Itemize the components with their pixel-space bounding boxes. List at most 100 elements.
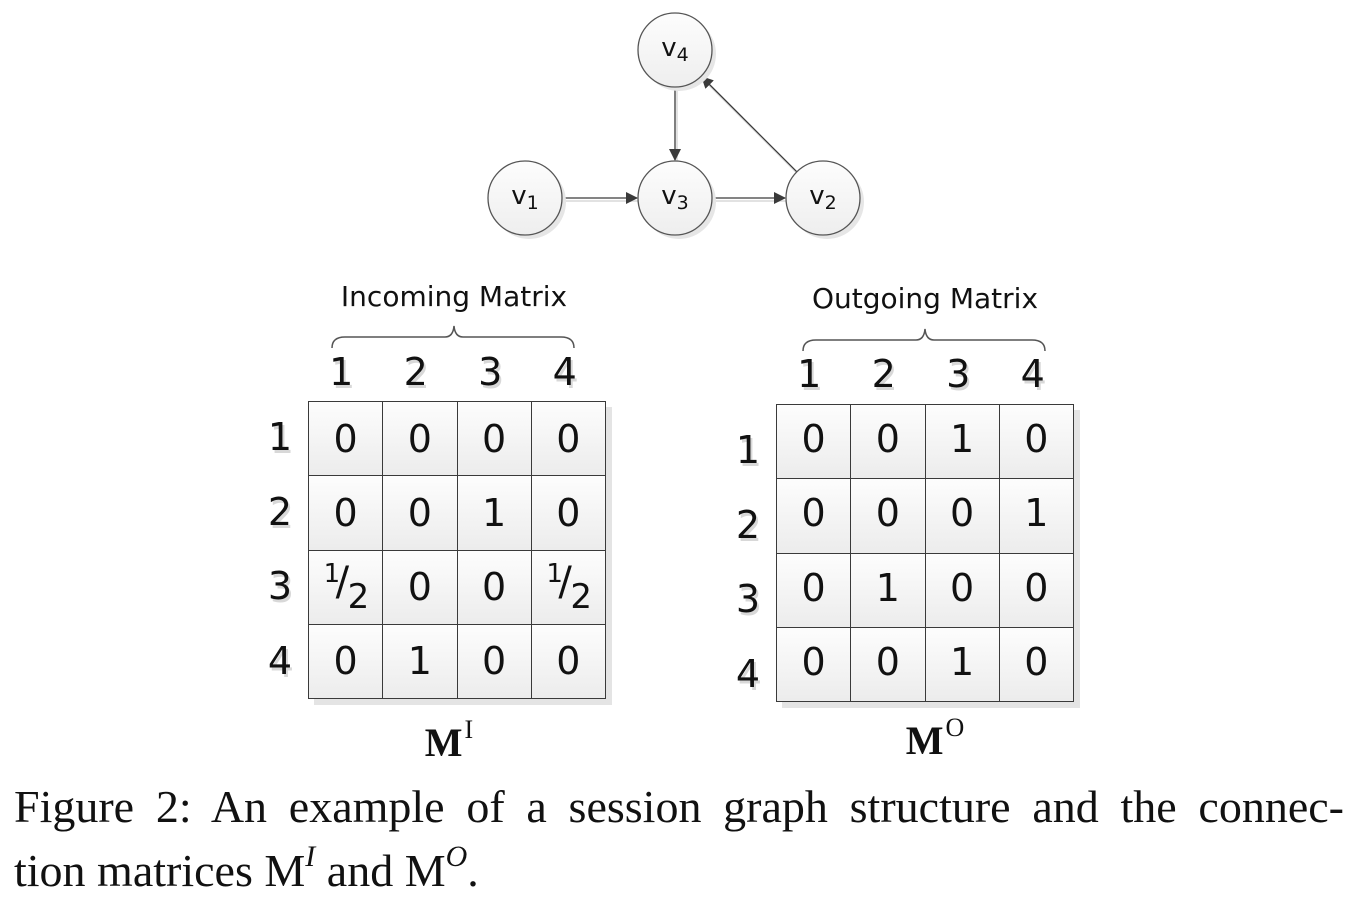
node-label-v4: v4 xyxy=(661,33,689,66)
node-v3 xyxy=(637,160,713,236)
outgoing-cell-r4-c2: 0 xyxy=(851,627,926,702)
edge-shadow xyxy=(703,79,800,176)
node-v2 xyxy=(785,160,861,236)
incoming-cell-r1-c3: 0 xyxy=(457,402,532,477)
cell-value: 0 xyxy=(333,416,358,461)
incoming-brace xyxy=(331,325,575,349)
cell-value: 0 xyxy=(801,565,826,610)
node-label-v2: v2 xyxy=(809,181,837,214)
incoming-matrix-name: MI xyxy=(424,715,474,765)
cell-value: 0 xyxy=(875,639,900,684)
outgoing-cell-r2-c4: 1 xyxy=(999,479,1074,554)
outgoing-cell-r2-c3: 0 xyxy=(925,479,1000,554)
cell-value: 0 xyxy=(482,416,507,461)
incoming-cell-r3-c3: 0 xyxy=(457,550,532,625)
outgoing-col-label-4: 4 xyxy=(1020,352,1045,396)
incoming-col-label-4: 4 xyxy=(552,350,577,394)
node-label-v1: v1 xyxy=(511,181,539,214)
incoming-cell-r4-c4: 0 xyxy=(531,624,606,699)
caption-line-1: Figure 2: An example of a session graph … xyxy=(14,781,1344,832)
cell-value: 0 xyxy=(801,639,826,684)
incoming-cell-r3-c2: 0 xyxy=(383,550,458,625)
incoming-row-label-3: 3 xyxy=(267,564,293,608)
session-graph xyxy=(487,12,864,239)
incoming-col-label-3: 3 xyxy=(478,350,503,394)
outgoing-cell-r4-c4: 0 xyxy=(999,627,1074,702)
cell-value: 0 xyxy=(556,416,581,461)
node-v4 xyxy=(637,12,713,88)
cell-value: 0 xyxy=(801,491,826,536)
outgoing-row-label-2: 2 xyxy=(735,502,761,547)
incoming-matrix-title: Incoming Matrix xyxy=(340,280,568,313)
outgoing-cell-r3-c3: 0 xyxy=(925,553,1000,628)
cell-value: 0 xyxy=(333,639,358,684)
cell-value: 0 xyxy=(556,490,581,535)
outgoing-row-label-4: 4 xyxy=(735,651,761,696)
cell-value: 0 xyxy=(875,491,900,536)
cell-value: 0 xyxy=(950,565,975,610)
outgoing-cell-r2-c2: 0 xyxy=(851,479,926,554)
incoming-cell-r3-c1: 1/2 xyxy=(309,550,384,625)
incoming-cell-r2-c2: 0 xyxy=(383,476,458,551)
incoming-row-label-1: 1 xyxy=(267,415,293,459)
cell-value: 0 xyxy=(875,417,900,461)
incoming-cell-r1-c1: 0 xyxy=(309,402,384,477)
incoming-cell-r1-c2: 0 xyxy=(383,402,458,477)
cell-value: 1 xyxy=(950,639,975,684)
node-v1 xyxy=(487,160,563,236)
cell-value: 0 xyxy=(1024,565,1049,610)
outgoing-cell-r3-c4: 0 xyxy=(999,553,1074,628)
cell-value: 1 xyxy=(482,490,507,535)
cell-value: 0 xyxy=(407,416,432,461)
figure-caption: Figure 2: An example of a session graph … xyxy=(14,782,1344,896)
outgoing-cell-r1-c3: 1 xyxy=(925,405,1000,480)
incoming-cell-r2-c3: 1 xyxy=(457,476,532,551)
incoming-col-label-1: 1 xyxy=(329,350,354,394)
outgoing-matrix-name: MO xyxy=(905,713,965,763)
outgoing-col-label-3: 3 xyxy=(946,352,971,396)
incoming-row-label-2: 2 xyxy=(267,489,293,534)
outgoing-cell-r4-c1: 0 xyxy=(777,627,852,702)
outgoing-row-label-3: 3 xyxy=(735,577,761,621)
caption-line-2: tion matrices MI and MO. xyxy=(14,840,479,896)
cell-value: 0 xyxy=(407,565,432,610)
fraction-value: 1/2 xyxy=(546,559,593,618)
cell-value: 0 xyxy=(1024,639,1049,684)
incoming-cell-r2-c4: 0 xyxy=(531,476,606,551)
incoming-cell-r1-c4: 0 xyxy=(531,402,606,477)
cell-value: 1 xyxy=(875,565,900,610)
cell-value: 1 xyxy=(950,417,975,461)
outgoing-cell-r3-c1: 0 xyxy=(777,553,852,628)
incoming-cell-r4-c3: 0 xyxy=(457,624,532,699)
edge-v2-to-v4 xyxy=(701,76,798,173)
incoming-col-label-2: 2 xyxy=(403,350,428,394)
outgoing-col-label-1: 1 xyxy=(797,352,822,396)
node-label-v3: v3 xyxy=(661,181,689,214)
outgoing-row-label-1: 1 xyxy=(735,428,761,472)
incoming-cell-r4-c1: 0 xyxy=(309,624,384,699)
outgoing-col-label-2: 2 xyxy=(871,352,896,396)
cell-value: 0 xyxy=(333,490,358,535)
outgoing-cell-r1-c2: 0 xyxy=(851,405,926,480)
outgoing-cell-r1-c1: 0 xyxy=(777,405,852,480)
cell-value: 1 xyxy=(1024,491,1049,536)
fraction-value: 1/2 xyxy=(323,559,370,618)
incoming-row-label-4: 4 xyxy=(267,638,293,683)
outgoing-cell-r4-c3: 1 xyxy=(925,627,1000,702)
incoming-cell-r2-c1: 0 xyxy=(309,476,384,551)
outgoing-matrix-title: Outgoing Matrix xyxy=(811,282,1039,315)
outgoing-cell-r3-c2: 1 xyxy=(851,553,926,628)
cell-value: 0 xyxy=(407,490,432,535)
cell-value: 0 xyxy=(950,491,975,536)
outgoing-brace xyxy=(802,328,1046,352)
incoming-cell-r4-c2: 1 xyxy=(383,624,458,699)
outgoing-cell-r1-c4: 0 xyxy=(999,405,1074,480)
cell-value: 0 xyxy=(482,639,507,684)
cell-value: 0 xyxy=(482,565,507,610)
cell-value: 1 xyxy=(407,639,432,684)
incoming-cell-r3-c4: 1/2 xyxy=(531,550,606,625)
outgoing-cell-r2-c1: 0 xyxy=(777,479,852,554)
cell-value: 0 xyxy=(1024,417,1049,461)
